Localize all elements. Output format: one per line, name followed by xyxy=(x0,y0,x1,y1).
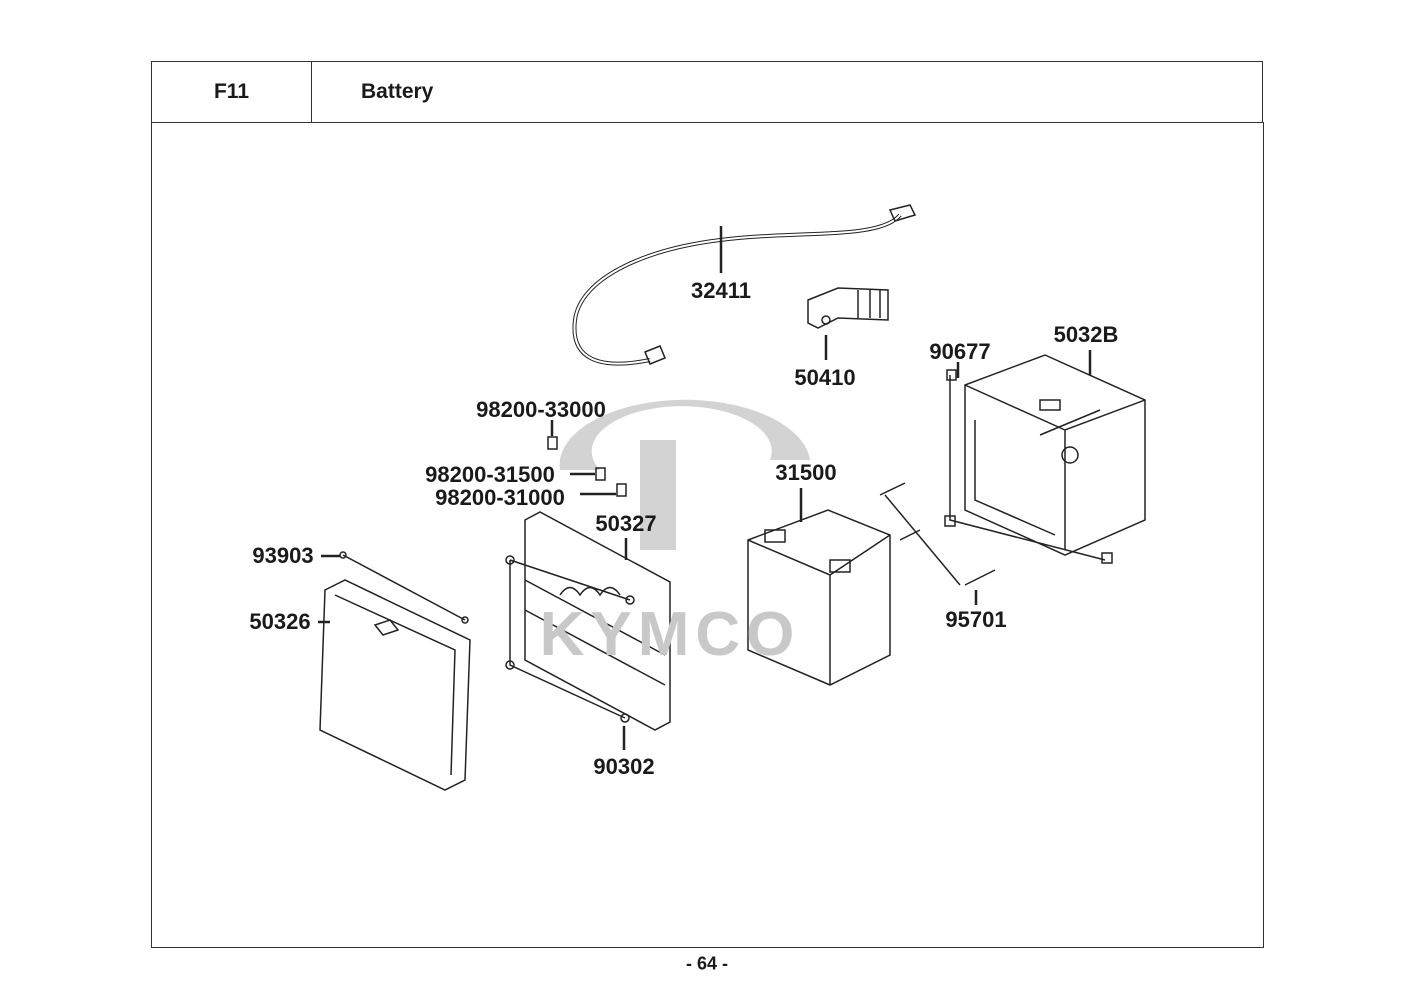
callout-31500: 31500 xyxy=(775,460,837,485)
callout-93903: 93903 xyxy=(252,543,314,568)
callout-95701: 95701 xyxy=(945,607,1007,632)
section-title: Battery xyxy=(361,80,434,103)
battery-holder-part xyxy=(524,511,671,731)
callout-5032b: 5032B xyxy=(1053,322,1119,347)
callout-90677: 90677 xyxy=(929,339,991,364)
fuses xyxy=(547,436,627,497)
battery-cover-part xyxy=(319,579,471,791)
leader-lines xyxy=(318,226,1092,750)
callout-90302: 90302 xyxy=(593,754,655,779)
page-number: - 64 - xyxy=(685,953,729,974)
battery-wire-part xyxy=(572,204,917,366)
battery-case-part xyxy=(964,354,1146,556)
callout-98200-31000: 98200-31000 xyxy=(435,485,565,510)
section-code: F11 xyxy=(152,62,312,122)
callout-50326: 50326 xyxy=(249,609,311,634)
bracket-part xyxy=(807,287,889,329)
kymco-watermark-logo: KYMCO xyxy=(540,600,801,669)
kymco-watermark-logo-shape xyxy=(559,399,810,550)
callout-98200-33000: 98200-33000 xyxy=(476,397,606,422)
callout-50327: 50327 xyxy=(595,511,657,536)
battery-part xyxy=(747,509,891,686)
callout-50410: 50410 xyxy=(794,365,856,390)
diagram-frame xyxy=(151,122,1264,948)
callout-98200-31500: 98200-31500 xyxy=(425,462,555,487)
section-header: F11 Battery xyxy=(151,61,1263,122)
callout-32411: 32411 xyxy=(691,278,751,303)
